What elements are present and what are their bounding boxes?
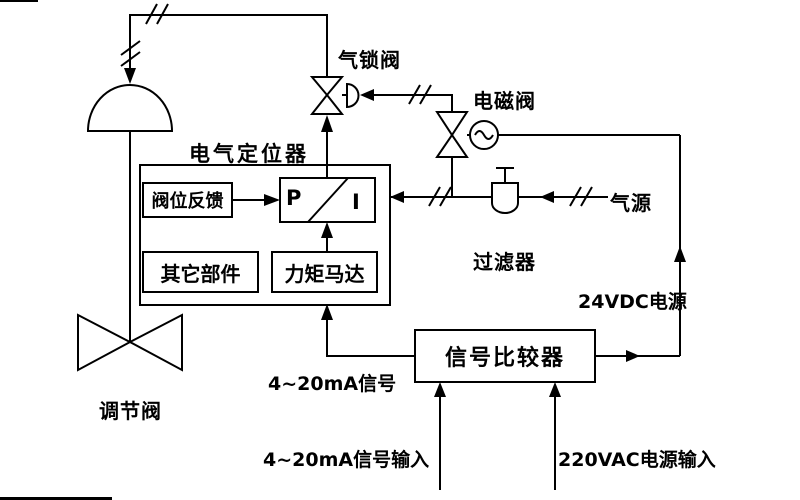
- air-lock-valve-label: 气锁阀: [338, 48, 401, 72]
- ac-input-arrow: [549, 382, 561, 490]
- solenoid-valve-symbol: [435, 111, 499, 158]
- pi-i-label: I: [352, 190, 360, 214]
- line-solenoid-to-airlock: [360, 84, 453, 112]
- signal-comparator-label: 信号比较器: [444, 346, 565, 371]
- control-valve-label: 调节阀: [99, 399, 162, 423]
- solenoid-valve-label: 电磁阀: [473, 89, 536, 113]
- other-parts-label: 其它部件: [160, 261, 241, 286]
- scan-artifact-top: [0, 0, 38, 2]
- ma-signal-input-label: 4~20mA信号输入: [263, 449, 430, 471]
- air-source-line: [518, 186, 608, 207]
- positioner-label: 电气定位器: [189, 142, 309, 166]
- dc-power-label: 24VDC电源: [578, 291, 687, 313]
- filter-label: 过滤器: [473, 250, 536, 274]
- torque-motor-label: 力矩马达: [284, 261, 365, 286]
- ac-power-input-label: 220VAC电源输入: [558, 449, 716, 471]
- pi-p-label: P: [286, 186, 302, 210]
- actuator-dome: [86, 84, 174, 132]
- scan-artifact-bottom: [0, 497, 112, 500]
- air-source-label: 气源: [610, 191, 652, 215]
- air-lock-valve-symbol: [309, 76, 360, 115]
- filter-symbol: [491, 167, 519, 214]
- other-parts-box: [142, 251, 259, 293]
- arrow-torque-to-pi: [321, 222, 333, 252]
- line-airlock-to-actuator: [120, 3, 328, 84]
- valve-feedback-label: 阀位反馈: [151, 191, 224, 212]
- line-positioner-to-airlock: [321, 115, 333, 178]
- torque-motor-box: [271, 251, 378, 293]
- ma-signal-label: 4~20mA信号: [268, 373, 397, 395]
- arrow-feedback-to-pi: [232, 194, 280, 206]
- control-valve-symbol: [77, 313, 183, 372]
- line-comparator-to-positioner: [321, 304, 415, 357]
- line-filter-to-positioner: [390, 186, 492, 207]
- dc-power-line: [498, 134, 686, 362]
- signal-input-arrow: [434, 382, 446, 490]
